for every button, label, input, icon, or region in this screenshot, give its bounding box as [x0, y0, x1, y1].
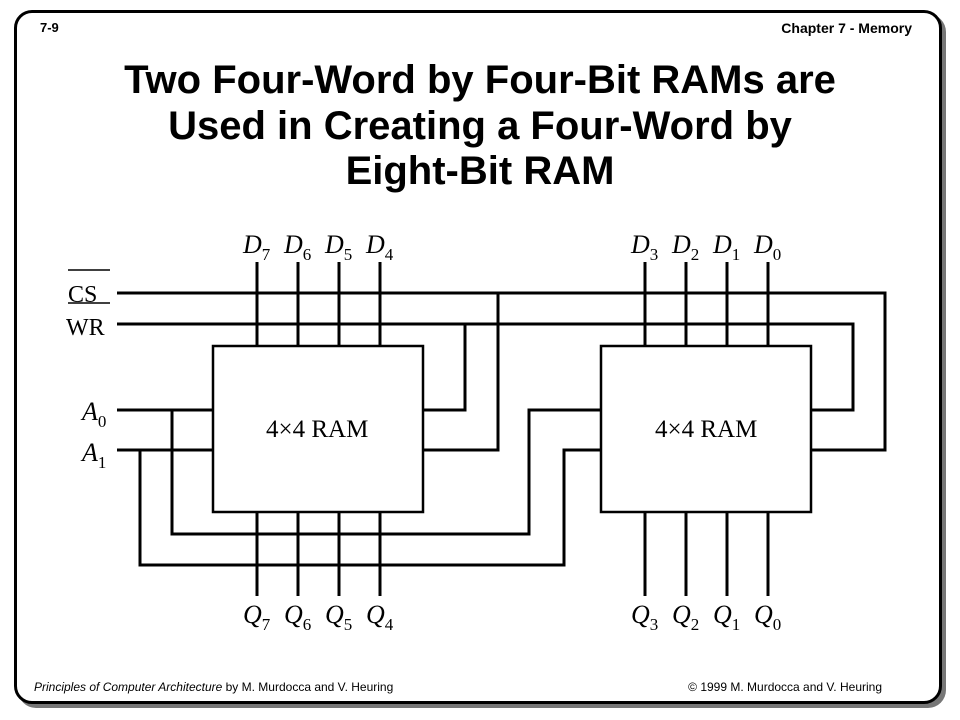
d2-label: D2: [671, 230, 699, 264]
q5-label: Q5: [325, 600, 352, 634]
slide-title: Two Four-Word by Four-Bit RAMs are Used …: [40, 58, 920, 195]
d3-label: D3: [630, 230, 658, 264]
wr-branch-left: [423, 324, 467, 412]
d5-label: D5: [324, 230, 352, 264]
right-ram-block: [599, 344, 813, 514]
d0-label: D0: [753, 230, 781, 264]
footer-copyright: © 1999 M. Murdocca and V. Heuring: [688, 680, 882, 694]
q3-label: Q3: [631, 600, 658, 634]
q4-label: Q4: [366, 600, 394, 634]
d4-label: D4: [365, 230, 394, 264]
book-title: Principles of Computer Architecture: [34, 680, 223, 694]
title-line-2: Used in Creating a Four-Word by: [168, 103, 792, 148]
slide-number: 7-9: [40, 20, 59, 35]
a0-label: A0: [80, 397, 106, 431]
q6-label: Q6: [284, 600, 311, 634]
wr-wire: [117, 322, 855, 412]
title-line-3: Eight-Bit RAM: [345, 149, 615, 194]
footer-citation: Principles of Computer Architecture by M…: [34, 680, 393, 694]
right-ram-label: 4×4 RAM: [655, 416, 757, 443]
q1-label: Q1: [713, 600, 740, 634]
d1-label: D1: [712, 230, 740, 264]
a1-label: A1: [80, 438, 106, 472]
a0-branch: [170, 408, 601, 536]
cs-label: CS: [68, 282, 97, 308]
q7-label: Q7: [243, 600, 271, 634]
cs-wire: [117, 291, 887, 452]
d7-label: D7: [242, 230, 271, 264]
slide-frame: [14, 10, 942, 704]
cs-branch-left: [423, 293, 500, 452]
chapter-label: Chapter 7 - Memory: [781, 20, 912, 36]
book-authors: by M. Murdocca and V. Heuring: [222, 680, 394, 694]
a1-branch: [138, 448, 601, 567]
q2-label: Q2: [672, 600, 699, 634]
q0-label: Q0: [754, 600, 781, 634]
wr-label: WR: [66, 315, 105, 341]
left-ram-label: 4×4 RAM: [266, 416, 368, 443]
d6-label: D6: [283, 230, 311, 264]
left-ram-block: [211, 344, 425, 514]
title-line-1: Two Four-Word by Four-Bit RAMs are: [124, 58, 836, 102]
